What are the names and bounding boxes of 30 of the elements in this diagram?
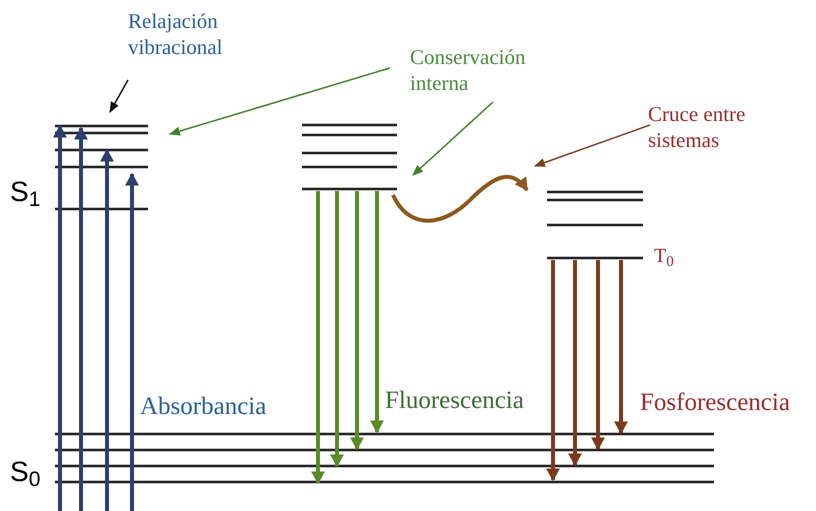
state-label: S$_{1}$ bbox=[10, 178, 40, 206]
transition-arrow bbox=[350, 191, 364, 450]
process-label: Absorbancia bbox=[140, 392, 266, 422]
transition-arrow bbox=[568, 260, 582, 466]
state-label: S$_{0}$ bbox=[10, 458, 40, 486]
energy-level-stack bbox=[55, 124, 148, 212]
transition-arrow bbox=[546, 260, 560, 482]
transition-arrow bbox=[312, 191, 324, 484]
leader-arrow bbox=[534, 124, 650, 168]
energy-level-stack bbox=[302, 123, 397, 191]
leader-arrow bbox=[169, 67, 390, 136]
transition-arrow bbox=[74, 126, 88, 511]
transition-arrow bbox=[614, 260, 628, 434]
transition-arrow bbox=[126, 172, 138, 511]
transition-arrow bbox=[100, 148, 114, 511]
transition-arrow bbox=[330, 191, 344, 468]
annotation-text: Relajación vibracional bbox=[128, 8, 253, 64]
state-label: T$_{0}$ bbox=[654, 246, 674, 266]
energy-level-stack bbox=[547, 190, 643, 260]
leader-arrow bbox=[109, 80, 129, 113]
annotation-text: Cruce entre sistemas bbox=[648, 101, 773, 157]
transition-arrow bbox=[391, 174, 529, 223]
annotation-text: Conservación interna bbox=[410, 44, 555, 100]
transition-arrow bbox=[370, 191, 384, 434]
process-label: Fosforescencia bbox=[640, 388, 790, 418]
leader-arrow bbox=[412, 101, 494, 176]
transition-arrow bbox=[592, 260, 604, 450]
energy-level-stack bbox=[55, 432, 714, 484]
transition-arrow bbox=[54, 124, 66, 511]
process-label: Fluorescencia bbox=[385, 386, 524, 416]
